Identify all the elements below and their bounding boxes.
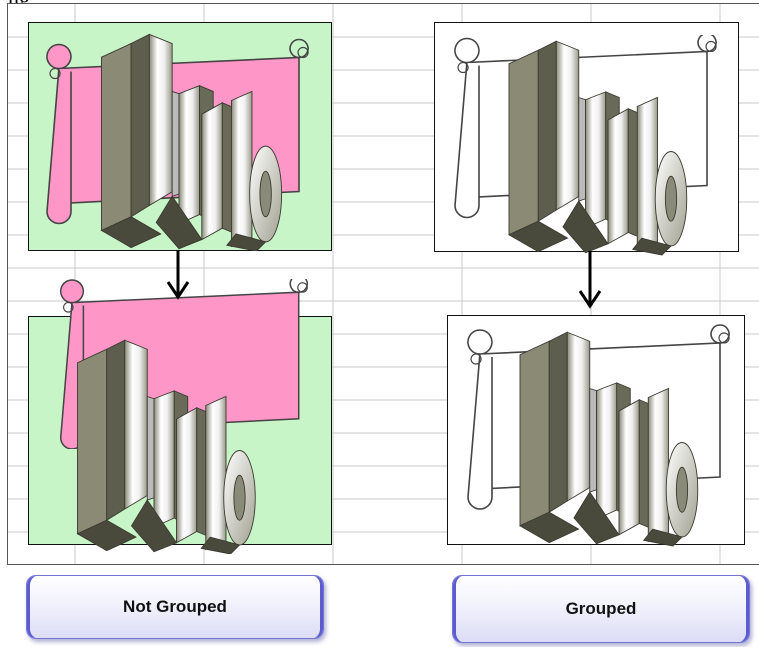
- right-top-panel[interactable]: [434, 22, 739, 256]
- down-arrow-left: [166, 250, 190, 300]
- left-top-panel[interactable]: [28, 22, 332, 251]
- grouped-button[interactable]: Grouped: [452, 575, 750, 643]
- down-arrow-right: [578, 251, 602, 309]
- not-grouped-button-label: Not Grouped: [123, 597, 227, 616]
- right-bottom-panel[interactable]: [447, 315, 745, 547]
- grouped-button-label: Grouped: [565, 599, 637, 618]
- not-grouped-button[interactable]: Not Grouped: [26, 575, 324, 639]
- left-bottom-panel[interactable]: [28, 279, 332, 554]
